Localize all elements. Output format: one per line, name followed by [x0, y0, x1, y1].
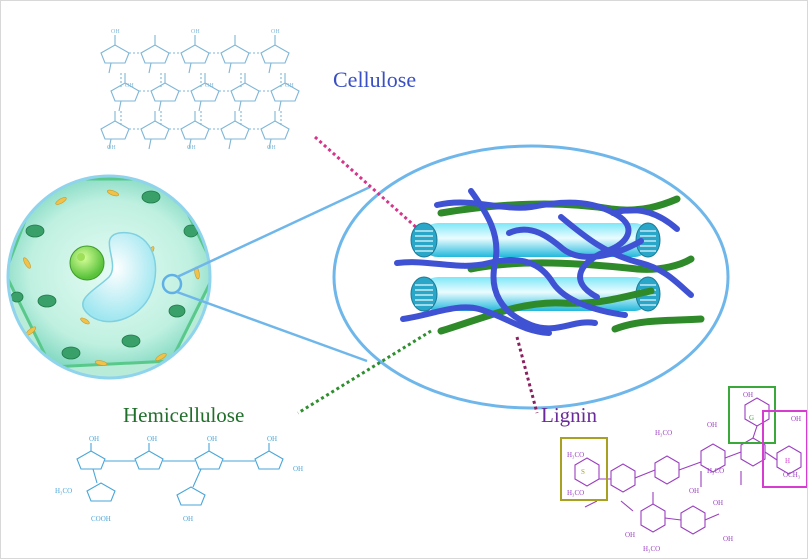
hydroxyl-label: OH [125, 83, 134, 89]
hydroxyl-label: OH [187, 145, 196, 151]
methoxy-label: H₃CO [643, 545, 660, 553]
unit-h-label: H [785, 457, 790, 465]
hydroxyl-label: OH [205, 83, 214, 89]
hydroxyl-label: OH [111, 29, 120, 35]
hydroxyl-label: OH [267, 435, 277, 443]
hydroxyl-label: OH [271, 29, 280, 35]
methoxy-label: OCH₃ [783, 471, 801, 479]
lignin-structure [574, 397, 802, 535]
hydroxyl-label: OH [293, 465, 303, 473]
hemicellulose-link [297, 329, 432, 415]
hydroxyl-label: OH [107, 145, 116, 151]
hydroxyl-label: OH [183, 515, 193, 523]
lignin-link [515, 336, 539, 414]
carboxyl-label: COOH [91, 515, 111, 523]
plant-cell-icon [6, 174, 212, 380]
cellulose-link [314, 135, 428, 239]
hemicellulose-text: OH OH OH OH H₃CO COOH OH OH [55, 435, 303, 523]
hydroxyl-label: OH [723, 535, 733, 543]
hydroxyl-label: OH [625, 531, 635, 539]
syringyl-box [560, 437, 608, 501]
cellulose-structure [100, 35, 300, 150]
methoxy-label: H₃CO [567, 489, 584, 497]
cellulose-fibril-icon [394, 188, 705, 336]
hydroxyl-label: OH [713, 499, 723, 507]
hydroxyl-label: OH [285, 83, 294, 89]
hydroxyl-label: OH [89, 435, 99, 443]
hydroxyl-label: OH [267, 145, 276, 151]
hydroxyl-label: OH [147, 435, 157, 443]
lignin-label: Lignin [541, 403, 597, 427]
unit-g-label: G [749, 414, 754, 422]
methoxy-label: H₃CO [655, 429, 672, 437]
cellulose-hydroxyl-labels: OH OH OH OH OH OH OH OH OH [107, 29, 294, 151]
guaiacyl-box [728, 386, 776, 444]
hydroxyl-label: OH [791, 415, 801, 423]
hydroxyl-label: OH [191, 29, 200, 35]
hydroxyl-label: OH [689, 487, 699, 495]
hemicellulose-label: Hemicellulose [123, 403, 244, 427]
zoom-lines [176, 185, 371, 363]
hemicellulose-structure [76, 443, 284, 506]
hydroxyl-label: OH [707, 421, 717, 429]
hydroxyl-label: OH [743, 391, 753, 399]
methoxy-label: H₃CO [55, 487, 72, 495]
methoxy-label: H₃CO [707, 467, 724, 475]
lignin-text: S G H H₃CO H₃CO H₃CO H₃CO OCH₃ H₃CO OH O… [567, 391, 801, 553]
methoxy-label: H₃CO [567, 451, 584, 459]
unit-s-label: S [581, 468, 585, 476]
cellulose-label: Cellulose [333, 67, 416, 92]
hydroxyphenyl-box [762, 410, 807, 488]
hydroxyl-label: OH [207, 435, 217, 443]
